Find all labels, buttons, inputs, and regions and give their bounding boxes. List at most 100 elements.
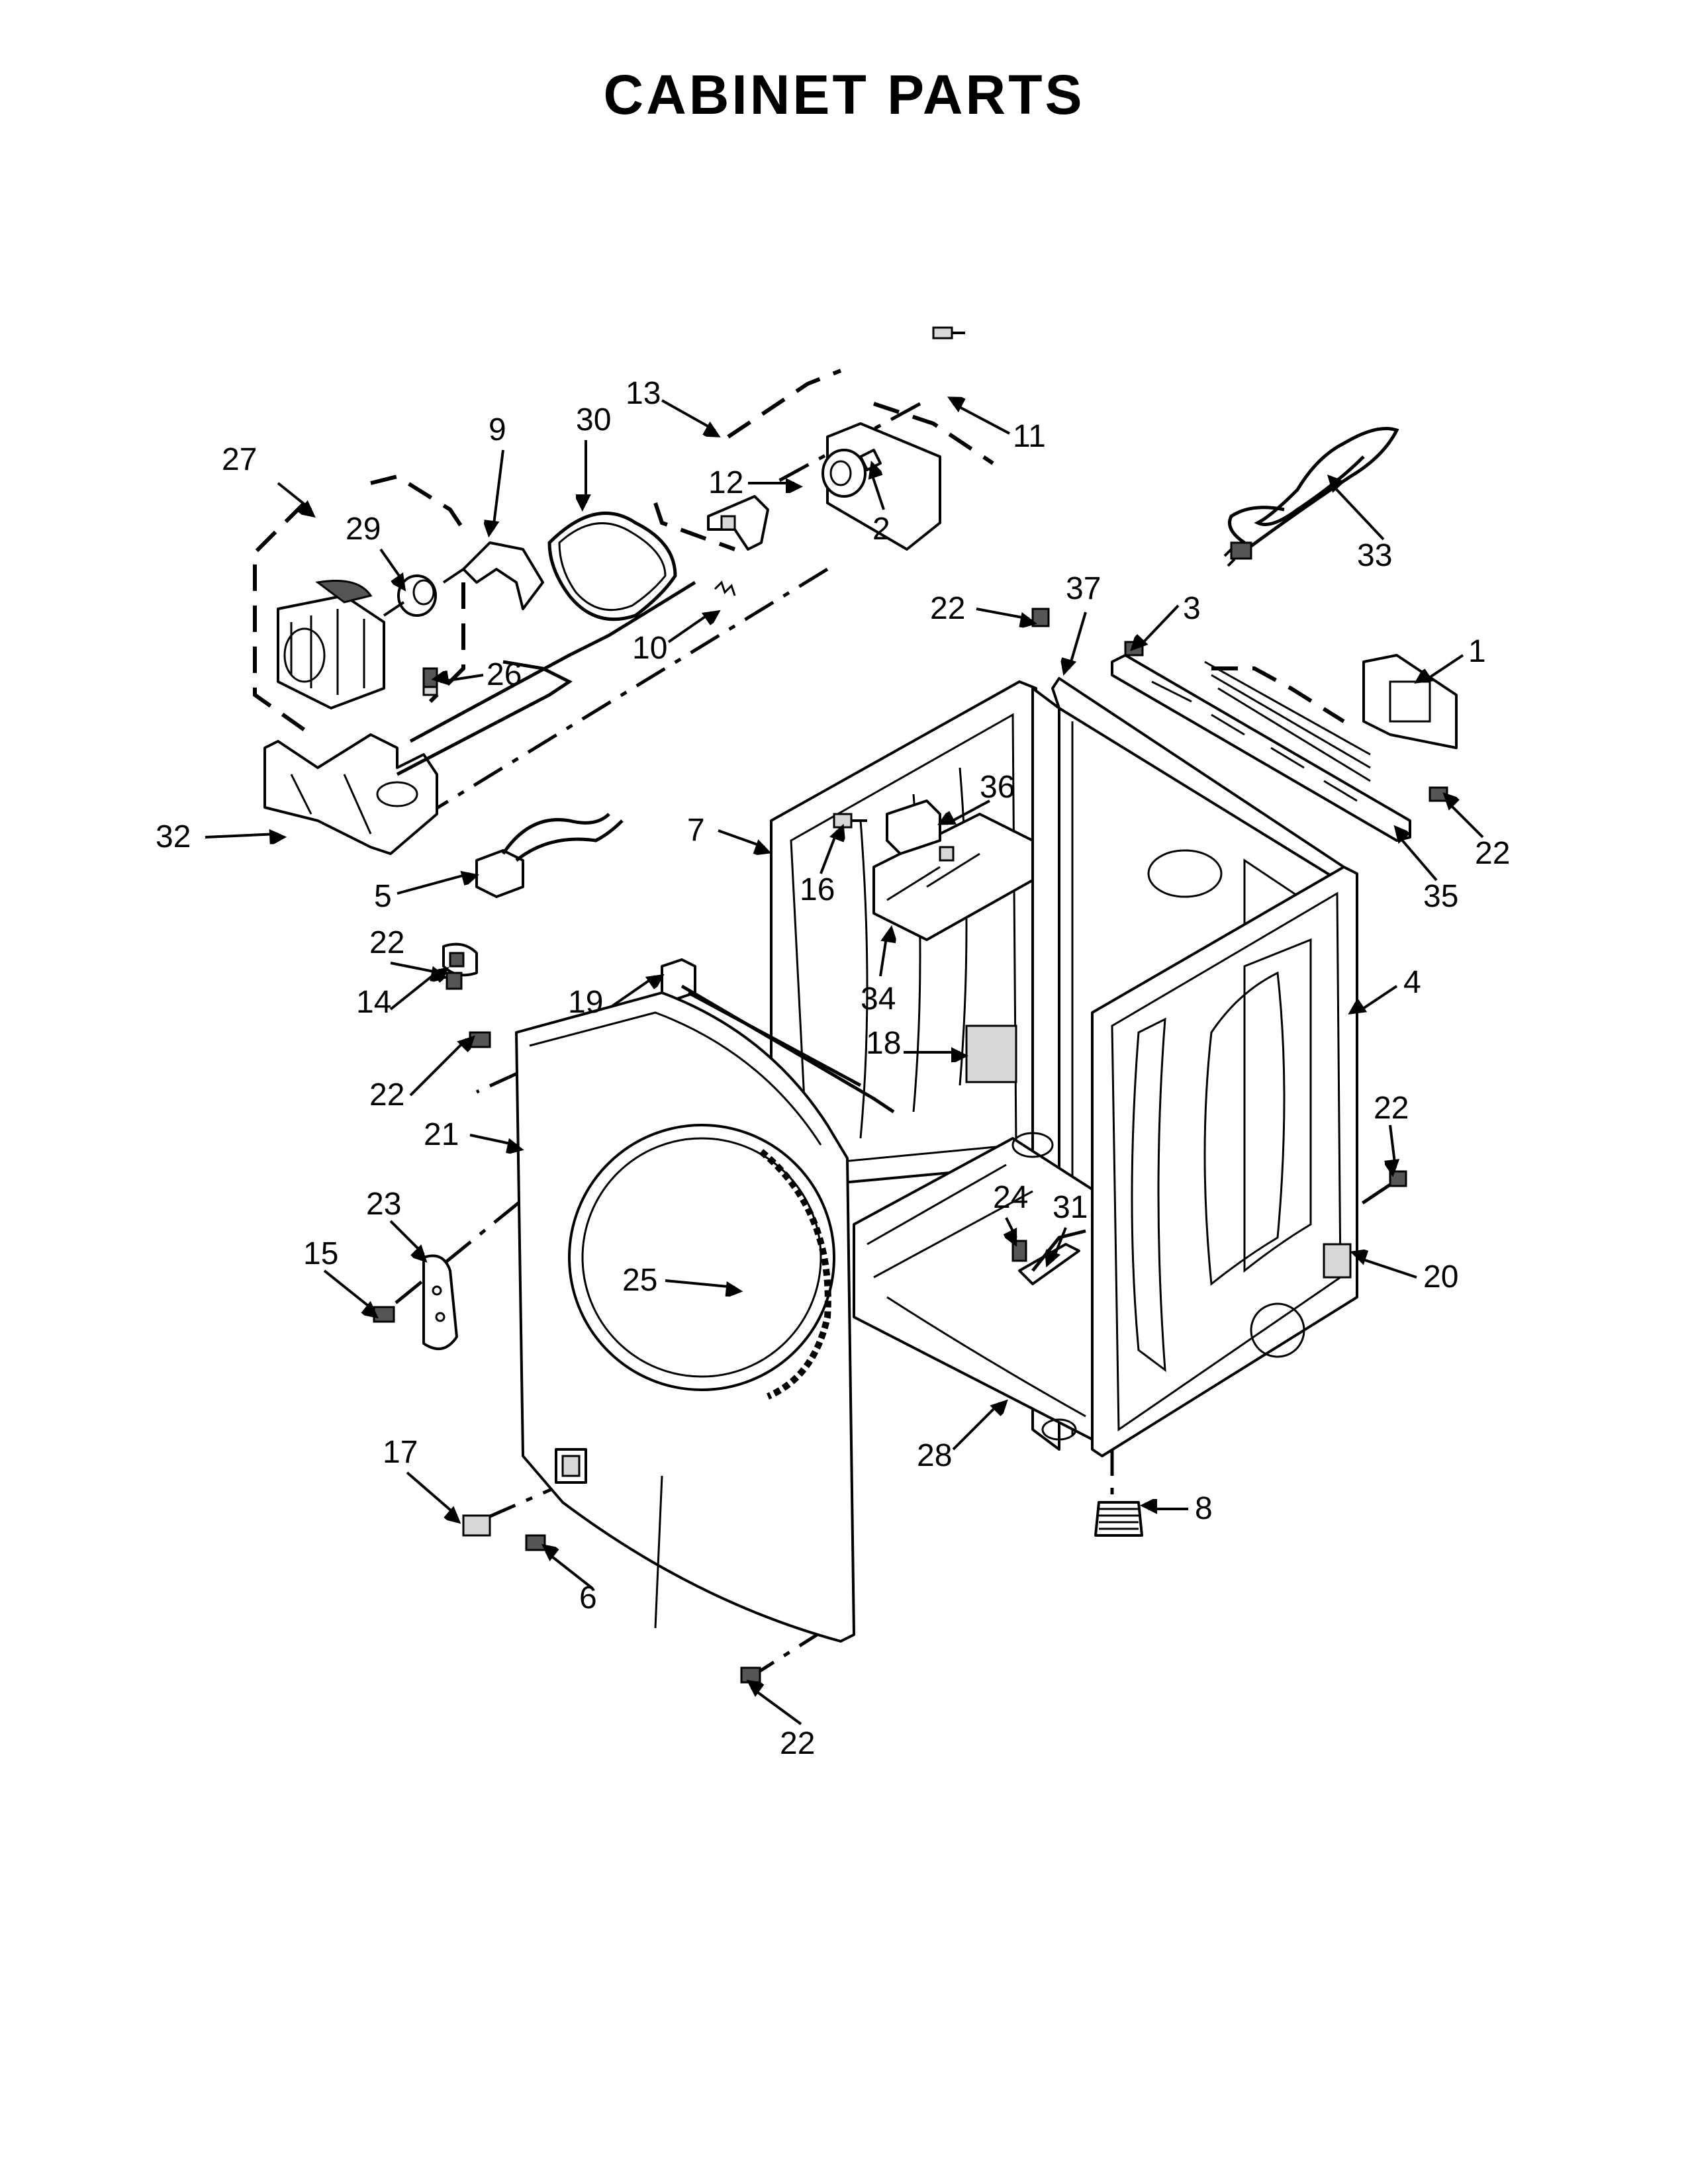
callout-7: 7 — [687, 813, 705, 848]
door-switch-19 — [661, 958, 895, 1114]
pulley-29 — [383, 574, 437, 617]
callout-19: 19 — [568, 985, 603, 1020]
callout-11: 11 — [1013, 419, 1046, 454]
callout-22-a: 22 — [930, 591, 965, 626]
drive-belt-30 — [547, 512, 677, 621]
front-panel-alignment-line — [389, 1160, 571, 1308]
callout-22-e: 22 — [1374, 1091, 1409, 1126]
callout-1: 1 — [1468, 634, 1486, 669]
thermal-connector-5 — [475, 813, 624, 898]
leader-arrow-10 — [667, 612, 712, 643]
leveling-foot-8 — [1094, 1501, 1143, 1537]
leader-arrow-6 — [546, 1552, 594, 1590]
callout-labels: 27 9 30 13 11 12 2 29 10 33 22 37 3 1 26… — [156, 376, 1510, 1761]
callout-24: 24 — [993, 1180, 1028, 1215]
motor-bracket-9 — [442, 541, 544, 610]
page-title: CABINET PARTS — [603, 64, 1085, 126]
leader-arrow-22c — [390, 962, 440, 973]
screw-11 — [932, 326, 965, 340]
callout-37: 37 — [1066, 571, 1101, 606]
leader-arrow-34 — [879, 933, 887, 977]
leader-arrow-11 — [953, 404, 1010, 435]
callout-6: 6 — [579, 1580, 597, 1615]
callout-22-d: 22 — [369, 1077, 404, 1113]
leader-arrow-14 — [389, 970, 440, 1011]
leader-arrow-32 — [205, 834, 278, 837]
callout-18: 18 — [866, 1026, 901, 1061]
callout-12: 12 — [708, 465, 743, 500]
callout-33: 33 — [1357, 538, 1392, 573]
idler-spring-10 — [714, 580, 736, 596]
callout-22-c: 22 — [369, 925, 404, 960]
leader-arrow-2 — [870, 470, 885, 510]
leader-arrow-3 — [1139, 604, 1180, 647]
screw-alignment-line — [753, 1626, 829, 1676]
leader-arrow-24 — [1006, 1217, 1017, 1238]
callout-35: 35 — [1423, 879, 1458, 914]
door-hinge-14 — [442, 942, 478, 977]
sensor-bracket-34 — [872, 813, 1034, 941]
callout-29: 29 — [346, 512, 381, 547]
cabinet-base — [853, 1132, 1107, 1444]
leader-arrow-16 — [820, 831, 837, 874]
callout-25: 25 — [622, 1263, 657, 1298]
leader-arrow-25 — [665, 1279, 735, 1287]
leader-arrow-17 — [406, 1471, 457, 1516]
leader-arrow-28 — [952, 1403, 1000, 1451]
idler-group-outline — [653, 369, 994, 551]
callout-14: 14 — [356, 985, 391, 1020]
callout-30: 30 — [576, 402, 611, 437]
callout-3: 3 — [1183, 591, 1201, 626]
leader-arrow-5 — [397, 874, 470, 895]
leader-arrows — [205, 400, 1484, 1725]
leader-arrow-31 — [1053, 1227, 1067, 1261]
callout-10: 10 — [632, 631, 667, 666]
callout-26: 26 — [487, 657, 522, 692]
callout-27: 27 — [222, 442, 257, 477]
front-panel-21 — [515, 991, 855, 1643]
leader-arrow-22f — [751, 1688, 802, 1725]
leader-arrow-37 — [1069, 612, 1087, 668]
motor-mount-32 — [263, 733, 438, 855]
leader-arrow-22e — [1390, 1124, 1395, 1168]
label-17 — [462, 1514, 491, 1537]
leader-arrow-22a — [976, 608, 1029, 619]
callout-2: 2 — [872, 512, 890, 547]
callout-4: 4 — [1403, 965, 1421, 1000]
leader-arrow-15 — [323, 1269, 374, 1310]
side-screw-alignment-line — [1349, 1183, 1391, 1213]
cabinet-label-18 — [965, 1024, 1017, 1083]
callout-8: 8 — [1195, 1491, 1213, 1526]
leader-arrow-22d — [409, 1039, 467, 1097]
leader-arrow-22b — [1446, 801, 1484, 839]
leader-arrow-4 — [1357, 985, 1398, 1013]
drive-motor-27 — [277, 580, 385, 709]
control-bracket-1 — [1362, 654, 1458, 749]
leader-arrow-27 — [277, 482, 311, 510]
leader-arrow-9 — [493, 449, 504, 529]
cabinet-right-side-panel — [1091, 866, 1358, 1457]
leader-arrow-33 — [1331, 483, 1385, 541]
hinge-plate-23 — [422, 1254, 458, 1350]
leader-arrow-19 — [611, 976, 655, 1007]
callout-28: 28 — [917, 1438, 952, 1473]
screw-24 — [1011, 1240, 1027, 1262]
leader-arrow-21 — [469, 1134, 516, 1145]
callout-36: 36 — [980, 770, 1015, 805]
callout-15: 15 — [303, 1236, 338, 1271]
leader-arrow-7 — [718, 829, 765, 847]
leader-arrow-26 — [440, 675, 484, 682]
humidity-sensor-36 — [886, 799, 941, 855]
callout-16: 16 — [800, 872, 835, 907]
motor-alignment-line — [383, 567, 829, 842]
leader-arrow-1 — [1423, 654, 1464, 682]
callout-5: 5 — [374, 879, 392, 914]
callout-31: 31 — [1053, 1190, 1088, 1225]
callout-17: 17 — [383, 1435, 418, 1470]
callout-13: 13 — [626, 376, 661, 411]
cabinet-label-20 — [1323, 1243, 1352, 1279]
callout-9: 9 — [489, 412, 506, 447]
leader-arrow-35 — [1397, 834, 1438, 882]
